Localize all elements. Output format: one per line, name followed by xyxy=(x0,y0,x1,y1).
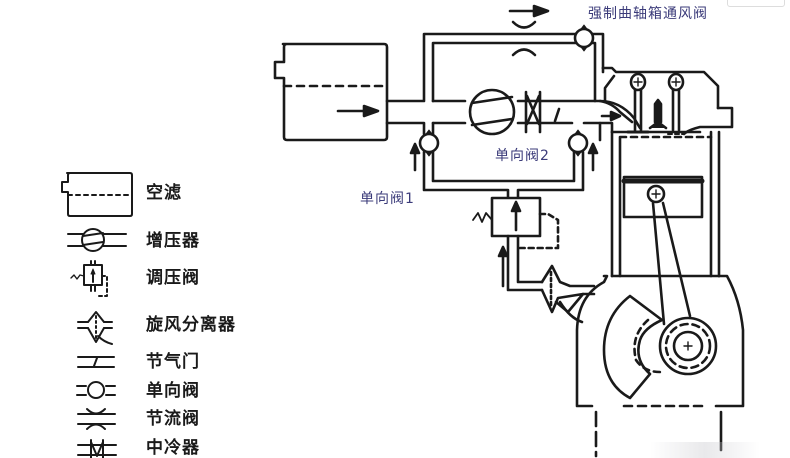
legend-turbocharger-symbol xyxy=(67,228,127,252)
spark-plug xyxy=(648,98,668,130)
connecting-rod xyxy=(651,201,692,326)
corner-frame-fragment xyxy=(727,0,785,7)
cylinder xyxy=(610,130,721,278)
legend-label-cyclone-separator: 旋风分离器 xyxy=(146,315,236,335)
crankcase xyxy=(575,274,745,458)
crankshaft xyxy=(602,294,718,400)
top-flow-arrow xyxy=(508,4,550,18)
exhaust-valve xyxy=(667,72,685,135)
legend-air-filter-symbol xyxy=(61,172,133,217)
watermark xyxy=(650,442,760,458)
pcv-valve xyxy=(573,24,595,52)
turbocharger xyxy=(468,88,516,136)
intake-valve xyxy=(626,72,650,134)
legend-pressure-regulating-valve-symbol xyxy=(70,260,108,297)
engine-head xyxy=(598,66,734,136)
air-filter xyxy=(273,42,389,142)
legend-label-air-filter: 空滤 xyxy=(146,183,182,203)
legend-label-throttle: 节气门 xyxy=(146,352,200,372)
check-valve-1-label: 单向阀1 xyxy=(360,191,415,207)
legend-cyclone-separator-symbol xyxy=(77,311,113,345)
pcv-valve-label: 强制曲轴箱通风阀 xyxy=(588,6,708,22)
legend-label-restrictor-valve: 节流阀 xyxy=(146,409,200,429)
legend-label-turbocharger: 增压器 xyxy=(146,231,200,251)
check-valve-2 xyxy=(567,129,599,172)
piston xyxy=(621,175,705,219)
check-valve-1 xyxy=(409,129,440,172)
check-valve-2-label: 单向阀2 xyxy=(495,148,550,164)
intercooler xyxy=(524,90,542,134)
legend-label-pressure-regulating-valve: 调压阀 xyxy=(146,268,200,288)
legend-restrictor-valve-symbol xyxy=(77,408,116,430)
legend-check-valve-symbol xyxy=(76,381,116,399)
pressure-regulating-valve xyxy=(472,196,560,292)
restrictor-valve xyxy=(511,20,537,57)
throttle xyxy=(553,107,561,123)
legend-intercooler-symbol xyxy=(77,439,117,458)
cyclone-separator xyxy=(540,264,596,324)
legend-label-check-valve: 单向阀 xyxy=(146,381,200,401)
pcv-return-loop xyxy=(422,150,585,200)
legend-label-intercooler: 中冷器 xyxy=(146,438,200,458)
air-flow-arrow xyxy=(336,104,380,118)
legend-throttle-symbol xyxy=(77,356,115,368)
